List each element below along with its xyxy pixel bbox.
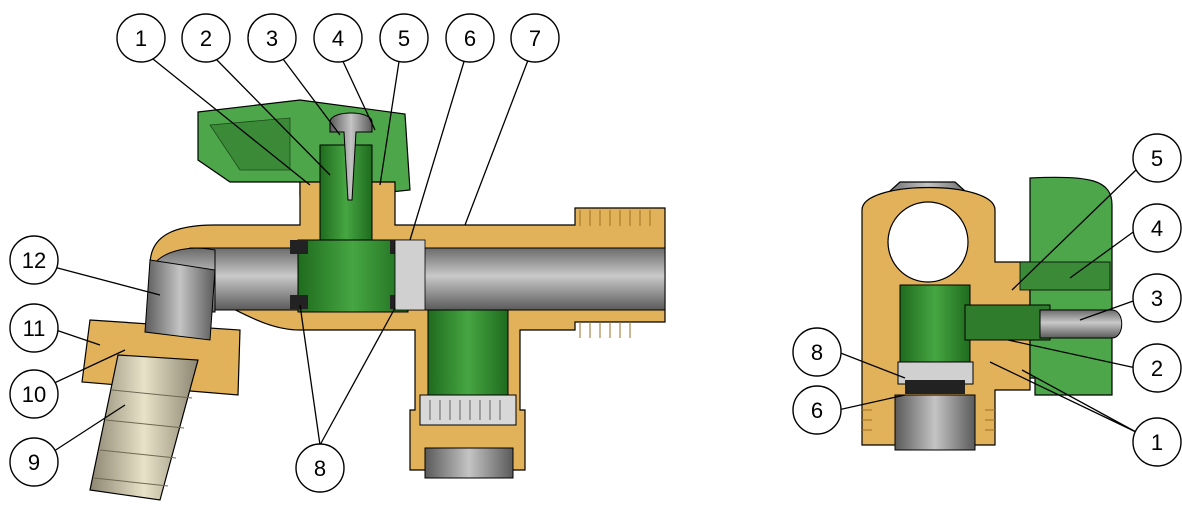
callout-4-label: 4	[332, 26, 344, 51]
callout-r-4: 4	[1132, 203, 1182, 253]
callout-4: 4	[313, 13, 363, 63]
callout-r-1: 1	[1132, 417, 1182, 467]
callout-9: 9	[9, 437, 59, 487]
callout-7-label: 7	[529, 26, 541, 51]
callout-2-label: 2	[200, 26, 212, 51]
hose-barb	[89, 354, 199, 501]
callout-6-label: 6	[464, 26, 476, 51]
callout-1: 1	[116, 13, 166, 63]
callout-5: 5	[379, 13, 429, 63]
callout-8: 8	[295, 443, 345, 493]
insert-12	[144, 259, 216, 341]
callout-r-5-label: 5	[1151, 146, 1163, 171]
screw-left	[329, 112, 373, 201]
callout-r-6-label: 6	[811, 398, 823, 423]
callouts-left: 1 2 3 4 5 6 7 8	[9, 13, 560, 493]
callout-3: 3	[247, 13, 297, 63]
callout-6: 6	[445, 13, 495, 63]
callout-r-5: 5	[1132, 133, 1182, 183]
callout-7: 7	[510, 13, 560, 63]
callout-3-label: 3	[266, 26, 278, 51]
callout-r-2: 2	[1132, 343, 1182, 393]
callout-9-label: 9	[28, 450, 40, 475]
callout-12-label: 12	[22, 248, 46, 273]
callout-11: 11	[9, 303, 59, 353]
callouts-right: 5 4 3 2 1 8 6	[792, 133, 1182, 467]
callout-2: 2	[181, 13, 231, 63]
valve-body-left	[149, 181, 666, 471]
callout-r-8-label: 8	[811, 340, 823, 365]
callout-r-3: 3	[1132, 273, 1182, 323]
screw-right	[1039, 309, 1123, 339]
right-section-view	[861, 176, 1123, 451]
callout-12: 12	[9, 235, 59, 285]
callout-10: 10	[9, 369, 59, 419]
callout-r-1-label: 1	[1151, 430, 1163, 455]
callout-r-6: 6	[792, 385, 842, 435]
callout-r-2-label: 2	[1151, 356, 1163, 381]
callout-1-label: 1	[135, 26, 147, 51]
left-section-view	[81, 99, 666, 501]
callout-10-label: 10	[22, 382, 46, 407]
callout-11-label: 11	[23, 316, 46, 341]
callout-r-3-label: 3	[1151, 286, 1163, 311]
callout-8-label: 8	[314, 456, 326, 481]
callout-r-8: 8	[792, 327, 842, 377]
callout-r-4-label: 4	[1151, 216, 1163, 241]
callout-5-label: 5	[398, 26, 410, 51]
